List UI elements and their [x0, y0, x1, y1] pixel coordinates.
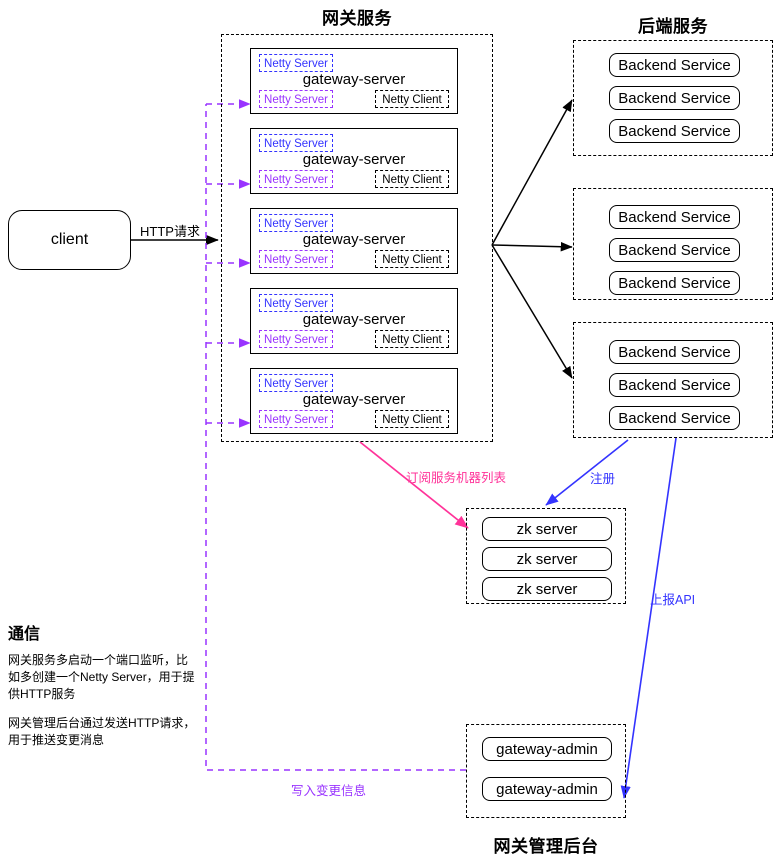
gateway-server-card[interactable]: Netty Server gateway-server Netty Server…	[250, 128, 458, 194]
client-node[interactable]: client	[8, 210, 131, 270]
edge-label-register: 注册	[590, 472, 616, 486]
zk-server-node[interactable]: zk server	[482, 517, 612, 541]
edge-label-subscribe: 订阅服务机器列表	[406, 471, 507, 485]
edge-register	[545, 439, 629, 506]
edge-label-http-request: HTTP请求	[140, 224, 200, 239]
netty-server-admin-tag: Netty Server	[259, 90, 333, 108]
backend-service-node[interactable]: Backend Service	[609, 205, 740, 229]
netty-server-http-tag: Netty Server	[259, 54, 333, 72]
netty-client-tag: Netty Client	[375, 330, 449, 348]
zk-server-node[interactable]: zk server	[482, 547, 612, 571]
edge-gateway-to-backends	[491, 99, 573, 379]
notes-paragraph-1: 网关服务多启动一个端口监听，比如多创建一个Netty Server，用于提供HT…	[8, 653, 195, 701]
netty-server-http-tag: Netty Server	[259, 134, 333, 152]
gateway-server-card[interactable]: Netty Server gateway-server Netty Server…	[250, 48, 458, 114]
backend-service-node[interactable]: Backend Service	[609, 53, 740, 77]
backend-service-node[interactable]: Backend Service	[609, 406, 740, 430]
backend-services-title: 后端服务	[638, 17, 708, 36]
gateway-server-card[interactable]: Netty Server gateway-server Netty Server…	[250, 368, 458, 434]
edge-label-report-api: 上报API	[650, 593, 696, 607]
gateway-server-label: gateway-server	[302, 151, 406, 168]
zk-cluster-group: zk server zk server zk server	[466, 508, 626, 604]
gateway-admin-group: gateway-admin gateway-admin	[466, 724, 626, 818]
backend-group: Backend Service Backend Service Backend …	[573, 322, 773, 438]
netty-server-admin-tag: Netty Server	[259, 170, 333, 188]
notes-paragraph-2: 网关管理后台通过发送HTTP请求，用于推送变更消息	[8, 716, 196, 747]
edge-report-api	[620, 437, 677, 799]
backend-group: Backend Service Backend Service Backend …	[573, 40, 773, 156]
netty-server-http-tag: Netty Server	[259, 374, 333, 392]
backend-service-node[interactable]: Backend Service	[609, 119, 740, 143]
gateway-server-label: gateway-server	[302, 231, 406, 248]
backend-service-node[interactable]: Backend Service	[609, 271, 740, 295]
netty-server-admin-tag: Netty Server	[259, 250, 333, 268]
netty-server-admin-tag: Netty Server	[259, 410, 333, 428]
backend-service-node[interactable]: Backend Service	[609, 373, 740, 397]
backend-service-node[interactable]: Backend Service	[609, 86, 740, 110]
netty-server-http-tag: Netty Server	[259, 214, 333, 232]
gateway-server-card[interactable]: Netty Server gateway-server Netty Server…	[250, 288, 458, 354]
gateway-admin-title: 网关管理后台	[493, 837, 599, 856]
backend-group: Backend Service Backend Service Backend …	[573, 188, 773, 300]
gateway-server-label: gateway-server	[302, 391, 406, 408]
gateway-server-label: gateway-server	[302, 71, 406, 88]
netty-client-tag: Netty Client	[375, 170, 449, 188]
gateway-services-title: 网关服务	[322, 9, 392, 28]
netty-server-http-tag: Netty Server	[259, 294, 333, 312]
gateway-server-label: gateway-server	[302, 311, 406, 328]
gateway-admin-node[interactable]: gateway-admin	[482, 737, 612, 761]
gateway-services-group	[221, 34, 493, 442]
netty-client-tag: Netty Client	[375, 410, 449, 428]
netty-client-tag: Netty Client	[375, 250, 449, 268]
backend-service-node[interactable]: Backend Service	[609, 238, 740, 262]
edge-label-write-change: 写入变更信息	[291, 784, 367, 798]
backend-service-node[interactable]: Backend Service	[609, 340, 740, 364]
netty-client-tag: Netty Client	[375, 90, 449, 108]
gateway-server-card[interactable]: Netty Server gateway-server Netty Server…	[250, 208, 458, 274]
notes-heading: 通信	[8, 626, 41, 643]
netty-server-admin-tag: Netty Server	[259, 330, 333, 348]
zk-server-node[interactable]: zk server	[482, 577, 612, 601]
gateway-admin-node[interactable]: gateway-admin	[482, 777, 612, 801]
